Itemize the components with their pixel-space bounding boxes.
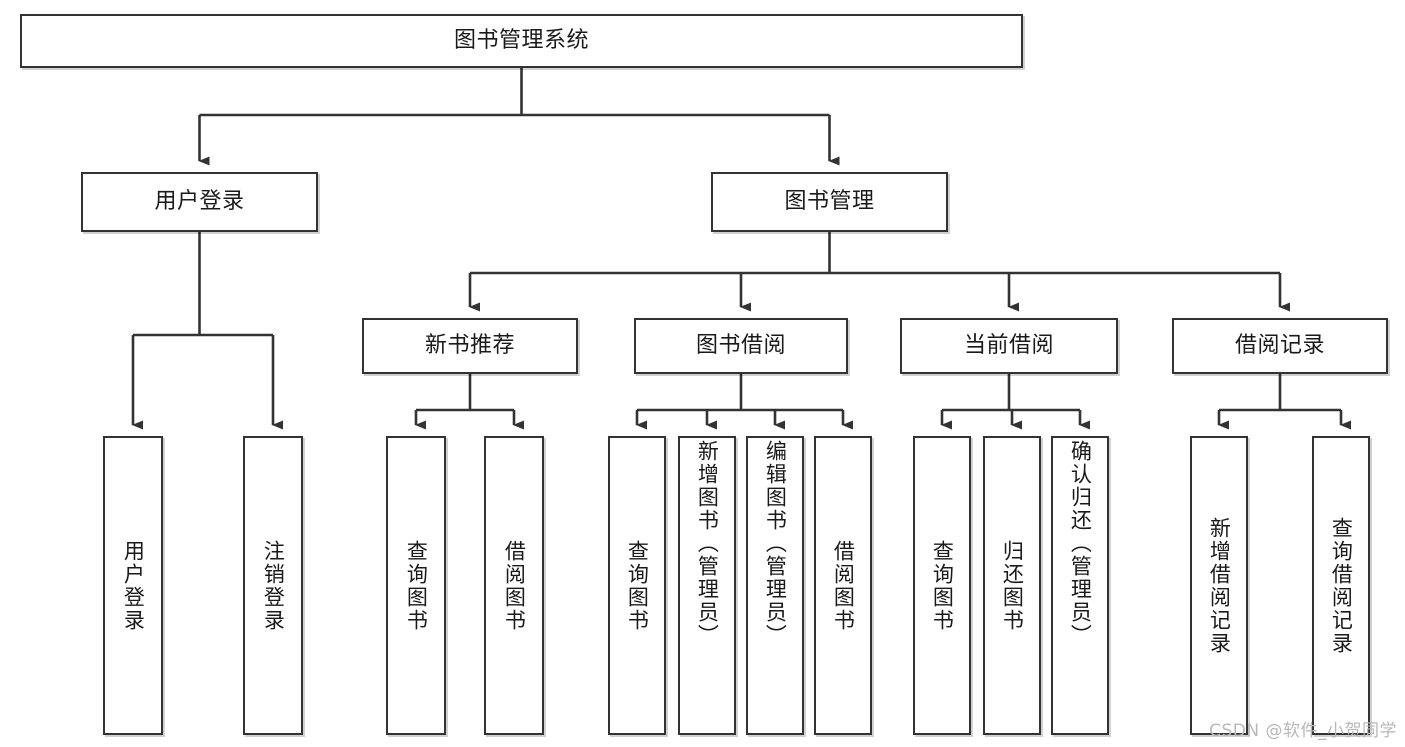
- node-user-login[interactable]: 用户登录: [81, 172, 318, 232]
- node-label-leaf-confirm-return-admin: 确认归还（管理员）: [1068, 440, 1093, 647]
- node-label-leaf-edit-book-admin: 编辑图书（管理员）: [763, 440, 788, 647]
- node-root[interactable]: 图书管理系统: [20, 14, 1023, 68]
- node-leaf-query-borrow-record[interactable]: 查询借阅记录: [1312, 436, 1370, 735]
- node-label-leaf-borrow-book: 借阅图书: [831, 539, 856, 632]
- node-leaf-return-book[interactable]: 归还图书: [983, 436, 1041, 735]
- node-label-current-borrow: 当前借阅: [963, 333, 1054, 359]
- node-label-leaf-query-book-rec: 查询图书: [404, 539, 429, 632]
- node-label-root: 图书管理系统: [453, 28, 589, 54]
- node-label-leaf-query-borrow-record: 查询借阅记录: [1329, 516, 1354, 655]
- node-leaf-user-login[interactable]: 用户登录: [103, 436, 163, 735]
- node-borrow-record[interactable]: 借阅记录: [1172, 318, 1388, 374]
- node-label-leaf-logout: 注销登录: [261, 539, 286, 632]
- node-leaf-query-book-cur[interactable]: 查询图书: [913, 436, 971, 735]
- node-leaf-confirm-return-admin[interactable]: 确认归还（管理员）: [1051, 436, 1109, 735]
- node-label-leaf-add-book-admin: 新增图书（管理员）: [695, 440, 720, 647]
- node-leaf-add-book-admin[interactable]: 新增图书（管理员）: [678, 436, 736, 735]
- node-book-borrow[interactable]: 图书借阅: [634, 318, 848, 374]
- node-book-manage[interactable]: 图书管理: [711, 172, 948, 232]
- node-leaf-borrow-book-rec[interactable]: 借阅图书: [484, 436, 544, 735]
- node-leaf-logout[interactable]: 注销登录: [243, 436, 303, 735]
- node-leaf-edit-book-admin[interactable]: 编辑图书（管理员）: [746, 436, 804, 735]
- node-label-leaf-borrow-book-rec: 借阅图书: [502, 539, 527, 632]
- node-label-leaf-query-book-borrow: 查询图书: [625, 539, 650, 632]
- node-label-new-book-recommend: 新书推荐: [424, 333, 515, 359]
- node-leaf-query-book-rec[interactable]: 查询图书: [386, 436, 446, 735]
- node-label-leaf-user-login: 用户登录: [121, 539, 146, 632]
- node-current-borrow[interactable]: 当前借阅: [900, 318, 1118, 374]
- node-label-leaf-add-borrow-record: 新增借阅记录: [1207, 516, 1232, 655]
- node-label-book-borrow: 图书借阅: [695, 333, 786, 359]
- node-label-book-manage: 图书管理: [784, 189, 875, 215]
- node-label-user-login: 用户登录: [154, 189, 245, 215]
- node-new-book-recommend[interactable]: 新书推荐: [362, 318, 578, 374]
- node-leaf-query-book-borrow[interactable]: 查询图书: [608, 436, 666, 735]
- node-label-borrow-record: 借阅记录: [1234, 333, 1325, 359]
- node-leaf-add-borrow-record[interactable]: 新增借阅记录: [1190, 436, 1248, 735]
- node-label-leaf-return-book: 归还图书: [1000, 539, 1025, 632]
- node-label-leaf-query-book-cur: 查询图书: [930, 539, 955, 632]
- node-leaf-borrow-book[interactable]: 借阅图书: [814, 436, 872, 735]
